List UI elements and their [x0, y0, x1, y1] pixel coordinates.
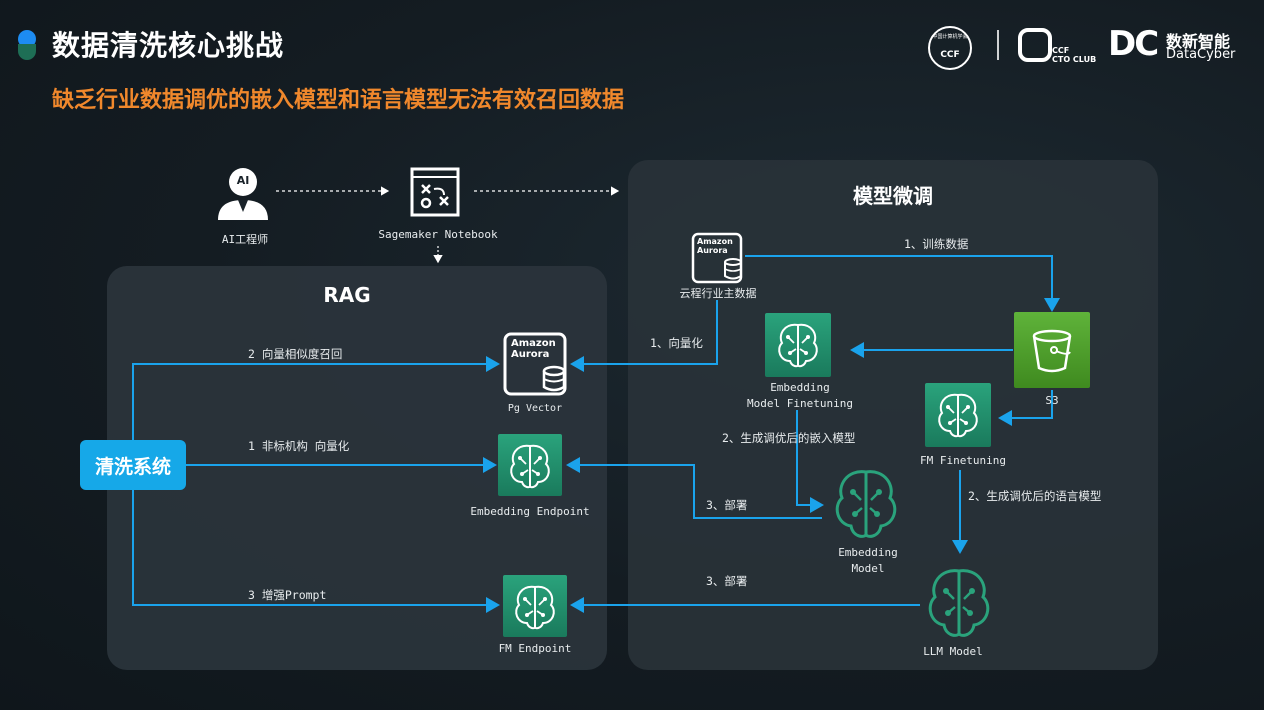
s3-tile	[1014, 312, 1090, 388]
embedding-finetuning-tile	[765, 313, 831, 377]
ai-engineer-label: AI工程师	[221, 233, 269, 246]
ai-engineer-icon: AI	[214, 166, 272, 222]
ccf-logo: 中国计算机学会 CCF	[928, 26, 972, 70]
bucket-icon	[1032, 329, 1072, 373]
brain-circuit-icon	[928, 569, 990, 637]
rag-panel-title: RAG	[323, 283, 371, 307]
cto-club-text: CCF CTO CLUB	[1052, 46, 1096, 64]
brain-circuit-icon	[510, 444, 550, 489]
llm-model-label: LLM Model	[923, 645, 983, 658]
finetune-panel	[628, 160, 1158, 670]
edge-aurora-to-s3	[745, 255, 1060, 312]
edge-label-vectorize: 1、向量化	[650, 336, 703, 350]
brain-circuit-icon	[938, 393, 978, 438]
edge-label-prompt: 3 增强Prompt	[248, 588, 327, 602]
pgvector-aurora-line2: Aurora	[511, 349, 550, 360]
fm-endpoint-tile	[503, 575, 567, 637]
embedding-finetuning-line2: Model Finetuning	[747, 397, 853, 410]
brain-circuit-icon	[515, 585, 555, 630]
notebook-label: Sagemaker Notebook	[378, 228, 498, 241]
cloud-data-aurora-line1: Amazon	[697, 237, 733, 246]
edge-label-unstructured: 1 非标机构 向量化	[248, 439, 350, 453]
cto-club-logo	[1018, 28, 1052, 62]
brain-circuit-icon	[778, 323, 818, 368]
edge-aurora-to-pgvector	[570, 300, 718, 372]
embedding-model-line1: Embedding	[838, 546, 898, 559]
edge-clean-to-pgvector	[132, 356, 500, 440]
llm-model-icon	[920, 565, 998, 641]
page-title: 数据清洗核心挑战	[52, 29, 285, 62]
embedding-endpoint-tile	[498, 434, 562, 496]
pgvector-aurora-icon: Amazon Aurora	[502, 331, 568, 397]
datacyber-logo-mark: DC	[1108, 24, 1159, 64]
brand-dot-blue	[18, 30, 36, 48]
brain-circuit-icon	[835, 470, 897, 538]
edge-label-deploy-embedding: 3、部署	[706, 498, 748, 512]
edge-label-similarity: 2 向量相似度召回	[248, 347, 343, 361]
cto-club-prefix: CCF	[1052, 46, 1070, 55]
cloud-data-label: 云程行业主数据	[679, 287, 757, 300]
edge-label-gen-embedding: 2、生成调优后的嵌入模型	[722, 431, 856, 445]
cloud-data-aurora-icon: Amazon Aurora	[691, 232, 745, 284]
cloud-data-aurora-line2: Aurora	[697, 246, 728, 255]
fm-endpoint-label: FM Endpoint	[498, 642, 572, 655]
ai-badge: AI	[236, 174, 250, 187]
embedding-endpoint-label: Embedding Endpoint	[470, 505, 590, 518]
pgvector-aurora-line1: Amazon	[511, 338, 556, 349]
embedding-model-icon	[827, 466, 905, 544]
embedding-finetuning-label: Embedding Model Finetuning	[738, 380, 862, 412]
notebook-icon	[408, 165, 462, 219]
embedding-finetuning-line1: Embedding	[770, 381, 830, 394]
fm-finetuning-label: FM Finetuning	[919, 454, 1007, 467]
fm-finetuning-tile	[925, 383, 991, 447]
embedding-model-line2: Model	[851, 562, 885, 575]
edge-label-gen-llm: 2、生成调优后的语言模型	[968, 489, 1102, 503]
ccf-logo-text: CCF	[940, 50, 960, 60]
cto-club-label: CTO CLUB	[1052, 55, 1097, 64]
edge-label-train: 1、训练数据	[904, 237, 969, 251]
edge-deploy-embedding	[566, 457, 822, 519]
embedding-model-label: Embedding Model	[818, 545, 918, 577]
clean-system-button[interactable]: 清洗系统	[80, 440, 186, 490]
page-subtitle: 缺乏行业数据调优的嵌入模型和语言模型无法有效召回数据	[52, 88, 625, 113]
brand-name-cn: 数新智能	[1166, 32, 1231, 51]
edge-embedding-ft-to-model	[796, 410, 824, 513]
ccf-logo-small-text: 中国计算机学会	[932, 34, 968, 40]
edge-s3-to-fm-ft	[998, 390, 1053, 426]
brand-name-en: DataCyber	[1166, 47, 1236, 62]
edge-label-deploy-llm: 3、部署	[706, 574, 748, 588]
pgvector-label: Pg Vector	[507, 403, 563, 414]
edge-clean-to-fm-endpoint	[132, 490, 500, 613]
logo-divider	[997, 30, 999, 60]
brand-dot-green	[18, 44, 36, 60]
finetune-panel-title: 模型微调	[853, 184, 933, 208]
s3-label: S3	[1045, 394, 1059, 407]
